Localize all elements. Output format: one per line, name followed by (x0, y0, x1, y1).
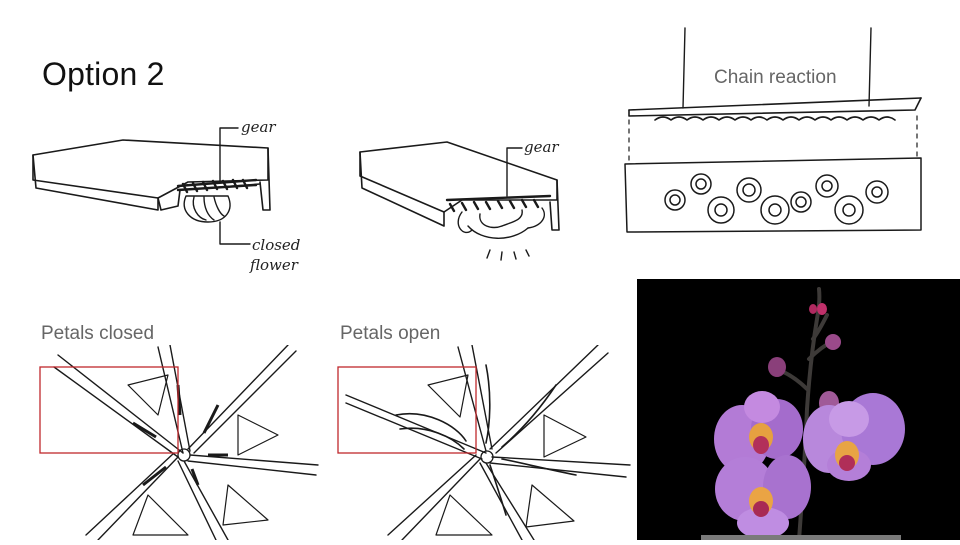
slide-title: Option 2 (42, 56, 165, 92)
open-flower-sketch: gear (359, 138, 560, 261)
flower-circles (664, 173, 889, 225)
gear-hatching (176, 178, 258, 194)
petals-open-caption: Petals open (340, 323, 441, 344)
closed-petals (132, 384, 228, 487)
gear-note: gear (241, 118, 276, 136)
petal-arms (345, 345, 631, 540)
flower-panel (624, 157, 922, 233)
chain-reaction-caption: Chain reaction (714, 67, 837, 88)
highlight-box (39, 366, 179, 454)
flower-row (654, 116, 896, 121)
orchid-illustration (637, 279, 960, 542)
petals-closed-diagram (39, 345, 319, 540)
dashed-guides (628, 115, 918, 163)
closed-flower-note-1: closed (252, 236, 300, 254)
petal-triangles (427, 374, 587, 536)
vase-rim (701, 535, 901, 540)
petal-arms (53, 345, 319, 540)
hub (480, 450, 494, 464)
annotation-leaders (219, 127, 251, 245)
gear-hatching (445, 194, 552, 213)
petals-open-diagram (337, 345, 631, 540)
open-flower-drawing (457, 207, 546, 239)
orchid-flower-right (803, 393, 905, 481)
closed-flower-sketch: gear closed flower (32, 118, 300, 274)
chain-reaction-sketch (624, 27, 922, 233)
hub (177, 448, 191, 462)
motion-ticks (486, 249, 530, 261)
hanging-wires (682, 27, 872, 109)
box-outline (32, 139, 271, 211)
gear-leader (506, 147, 523, 197)
orchid-flower-lower-left (715, 455, 811, 539)
highlight-box (337, 366, 477, 454)
gear-note: gear (524, 138, 559, 156)
petal-triangles (127, 374, 279, 536)
open-petals (395, 364, 577, 516)
orchid-flower-upper-left (714, 391, 803, 473)
closed-flower-drawing (183, 195, 231, 223)
petals-closed-caption: Petals closed (41, 323, 155, 344)
ceiling-panel (628, 97, 922, 117)
closed-flower-note-2: flower (249, 256, 299, 274)
orchid-photo (637, 279, 960, 542)
